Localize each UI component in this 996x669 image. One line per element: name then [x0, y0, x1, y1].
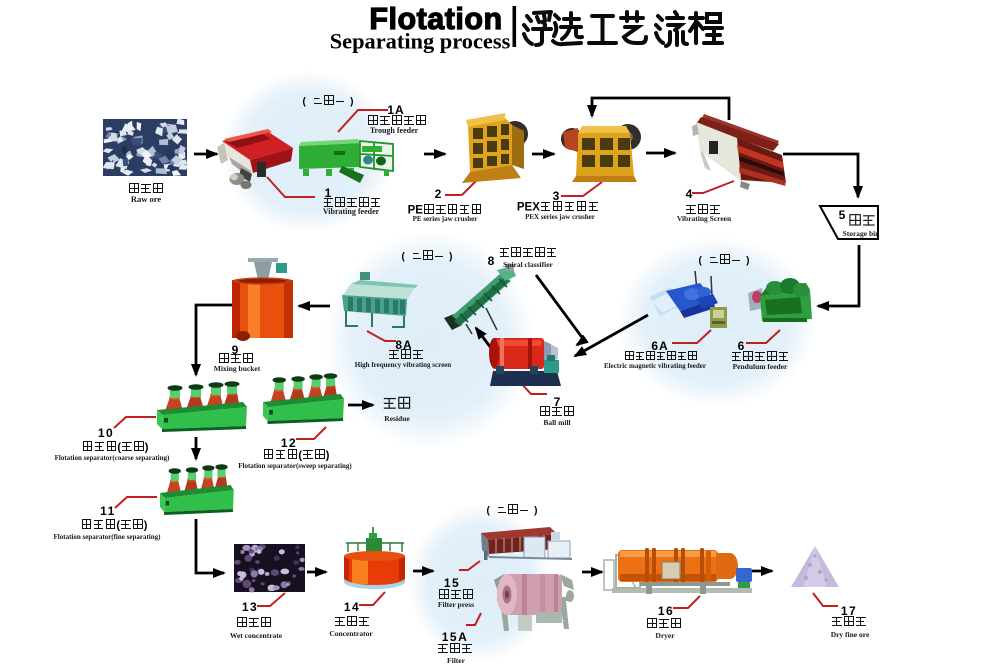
svg-text:Separating process: Separating process: [330, 29, 511, 54]
svg-text:Flotation: Flotation: [369, 2, 502, 36]
